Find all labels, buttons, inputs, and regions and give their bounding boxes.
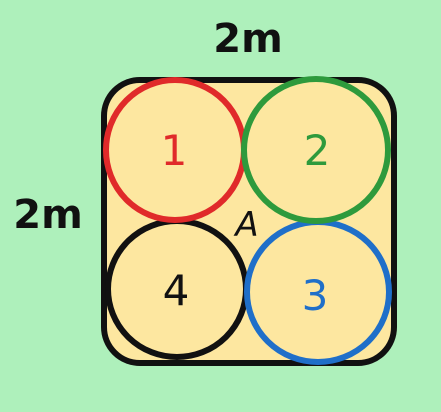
circle-2 (241, 76, 391, 224)
circle-2-label: 2 (304, 126, 331, 175)
top-dimension-label: 2m (213, 16, 283, 62)
circle-4-label: 4 (163, 266, 190, 315)
side-dimension-label: 2m (13, 192, 83, 238)
circle-1-label: 1 (161, 126, 188, 175)
circle-3-label: 3 (302, 271, 329, 320)
center-area-label: A (233, 205, 258, 245)
